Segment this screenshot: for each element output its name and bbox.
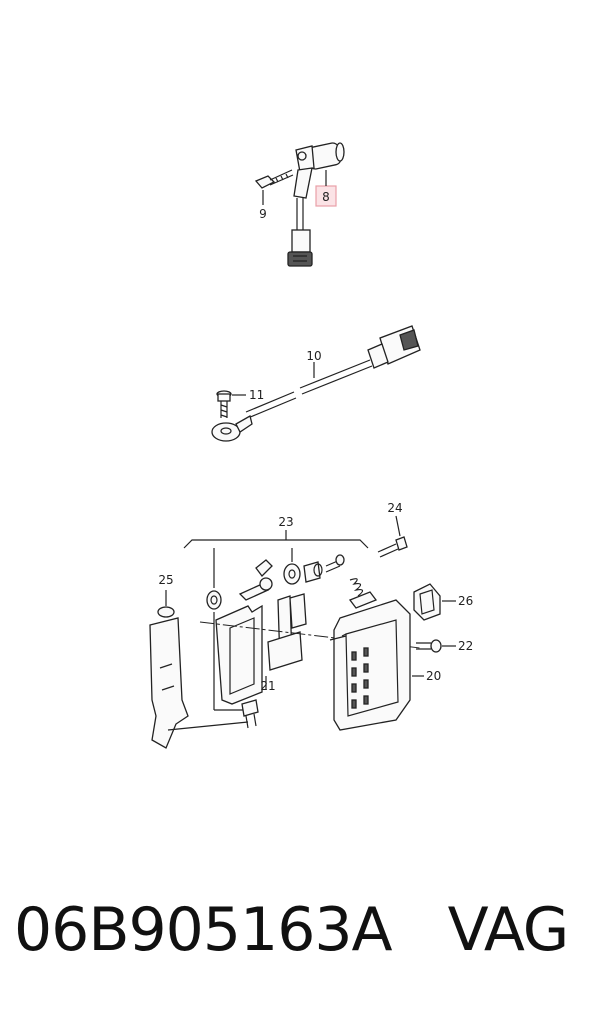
callout-23[interactable]: 23 [278,515,293,529]
callout-8[interactable]: 8 [322,190,330,204]
callout-9[interactable]: 9 [259,207,267,221]
speed-sensor-assembly [254,142,345,267]
parts-diagram: 8 9 10 11 [149,142,473,749]
vendor-name: VAG [447,895,570,965]
knock-sensor-assembly [211,325,421,442]
callout-25[interactable]: 25 [158,573,173,587]
callout-20[interactable]: 20 [426,669,441,683]
callout-22[interactable]: 22 [458,639,473,653]
callout-24[interactable]: 24 [387,501,402,515]
control-unit-pins [351,647,369,709]
part-number: 06B905163A [14,895,393,965]
control-unit-assembly [149,515,456,749]
part-caption: 06B905163A VAG [14,895,594,975]
callout-26[interactable]: 26 [458,594,473,608]
callout-11[interactable]: 11 [249,388,264,402]
callout-10[interactable]: 10 [306,349,321,363]
callout-21[interactable]: 21 [260,679,275,693]
